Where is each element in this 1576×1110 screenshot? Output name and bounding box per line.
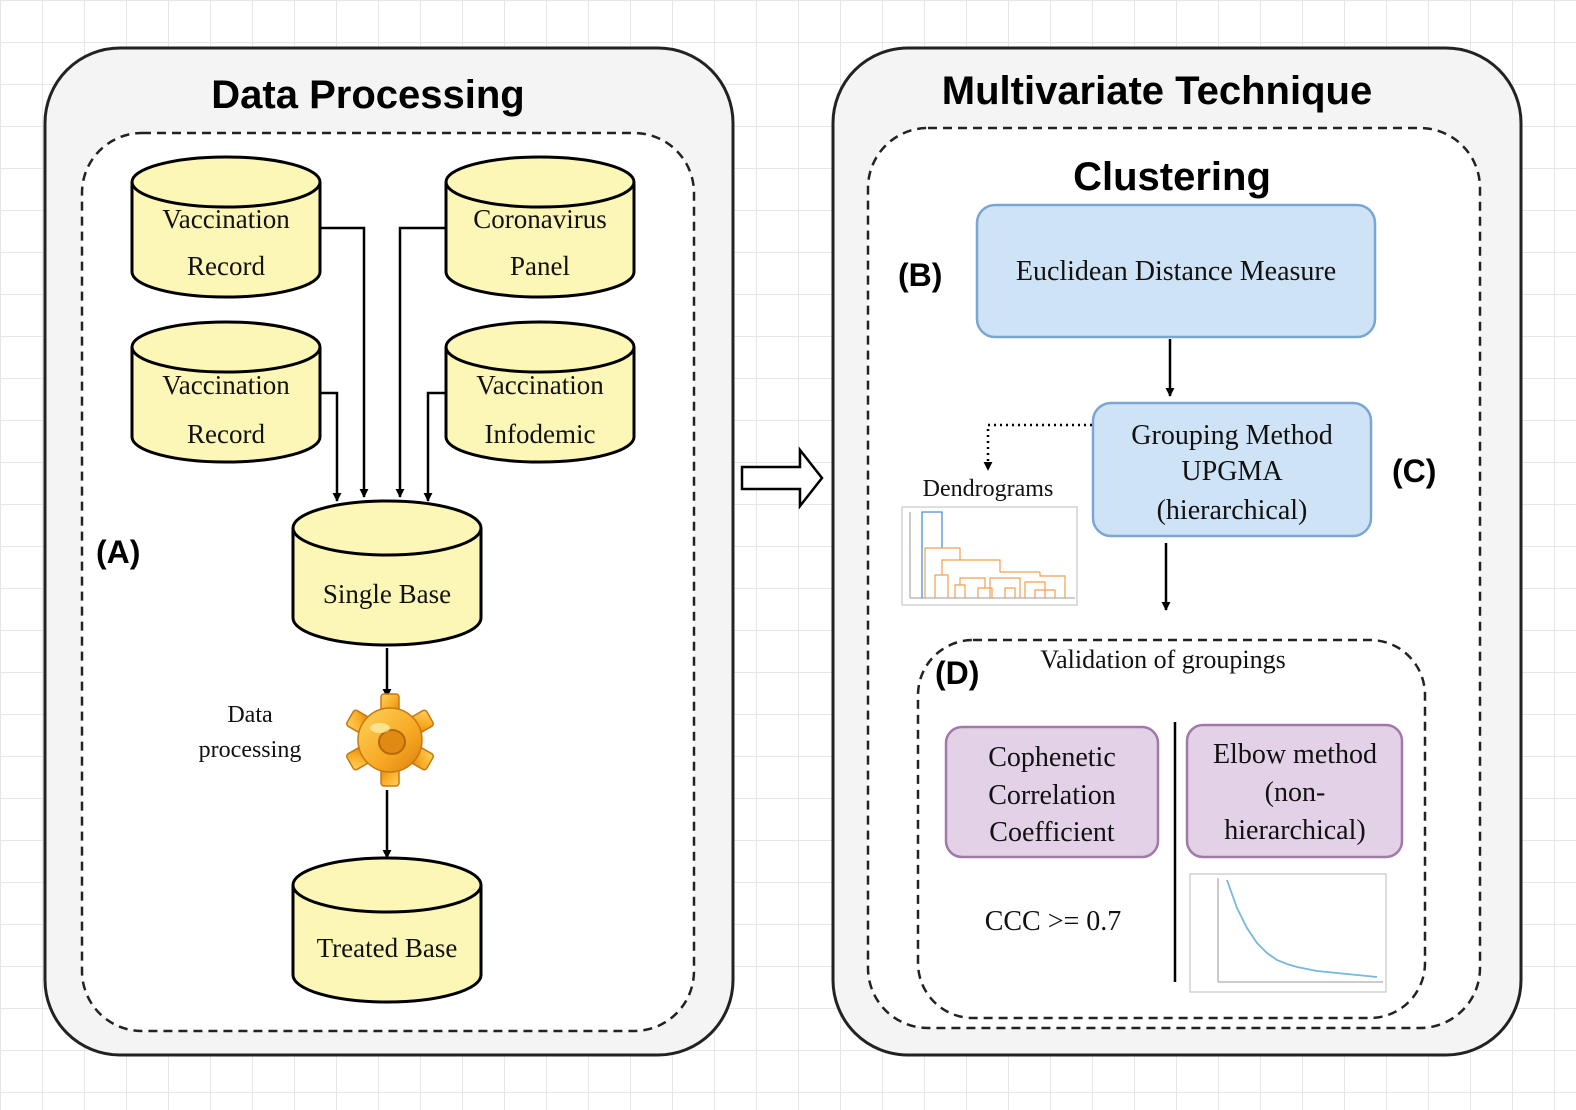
svg-text:Record: Record xyxy=(187,251,265,281)
data-processing-title: Data Processing xyxy=(211,73,524,117)
svg-text:Panel: Panel xyxy=(510,251,570,281)
svg-text:UPGMA: UPGMA xyxy=(1181,456,1283,487)
database-treated-base: Treated Base xyxy=(291,856,483,1004)
svg-text:Coefficient: Coefficient xyxy=(989,817,1115,848)
database-vaccination-record-1: Vaccination Record xyxy=(130,155,322,299)
label-c: (C) xyxy=(1392,453,1436,489)
svg-text:hierarchical): hierarchical) xyxy=(1224,815,1365,846)
processing-label-line2: processing xyxy=(199,737,302,763)
dendrogram-thumbnail xyxy=(901,506,1078,606)
elbow-method-box: Elbow method (non- hierarchical) xyxy=(1185,723,1404,859)
svg-text:Cophenetic: Cophenetic xyxy=(988,742,1116,773)
database-vaccination-infodemic: Vaccination Infodemic xyxy=(444,320,636,464)
svg-text:Vaccination: Vaccination xyxy=(162,204,290,234)
cophenetic-box: Cophenetic Correlation Coefficient xyxy=(944,725,1160,859)
database-coronavirus-panel: Coronavirus Panel xyxy=(444,155,636,299)
db-connectors xyxy=(320,226,445,859)
validation-title: Validation of groupings xyxy=(1040,645,1286,674)
svg-text:Euclidean Distance Measure: Euclidean Distance Measure xyxy=(1016,256,1336,287)
database-vaccination-record-2: Vaccination Record xyxy=(130,320,322,464)
label-d: (D) xyxy=(935,655,979,691)
grouping-method-box: Grouping Method UPGMA (hierarchical) xyxy=(1091,401,1373,538)
hollow-arrow-icon xyxy=(740,446,824,510)
processing-label-line1: Data xyxy=(227,702,273,728)
svg-text:(non-: (non- xyxy=(1265,777,1326,808)
label-a: (A) xyxy=(96,534,140,570)
data-processing-panel: Data Processing (A) Vaccination Record C… xyxy=(43,46,735,1057)
label-b: (B) xyxy=(898,257,942,293)
svg-text:Infodemic: Infodemic xyxy=(485,419,596,449)
database-single-base: Single Base xyxy=(291,499,483,647)
dendrograms-label: Dendrograms xyxy=(923,476,1054,502)
clustering-title: Clustering xyxy=(1073,155,1271,199)
gear-icon xyxy=(346,693,434,787)
multivariate-technique-panel: Multivariate Technique Clustering (B) (C… xyxy=(831,46,1523,1057)
multivariate-title: Multivariate Technique xyxy=(942,69,1372,113)
svg-text:Coronavirus: Coronavirus xyxy=(473,204,606,234)
svg-text:(hierarchical): (hierarchical) xyxy=(1157,495,1308,526)
svg-text:Elbow method: Elbow method xyxy=(1213,739,1377,770)
svg-text:Correlation: Correlation xyxy=(988,780,1116,811)
svg-text:Treated Base: Treated Base xyxy=(317,933,458,963)
svg-text:Vaccination: Vaccination xyxy=(476,370,604,400)
svg-text:Record: Record xyxy=(187,419,265,449)
svg-text:Grouping Method: Grouping Method xyxy=(1131,420,1332,451)
svg-text:Single Base: Single Base xyxy=(323,579,451,609)
svg-text:Vaccination: Vaccination xyxy=(162,370,290,400)
euclidean-distance-box: Euclidean Distance Measure xyxy=(975,203,1377,339)
elbow-plot-thumbnail xyxy=(1189,873,1387,993)
ccc-rule: CCC >= 0.7 xyxy=(985,906,1122,937)
